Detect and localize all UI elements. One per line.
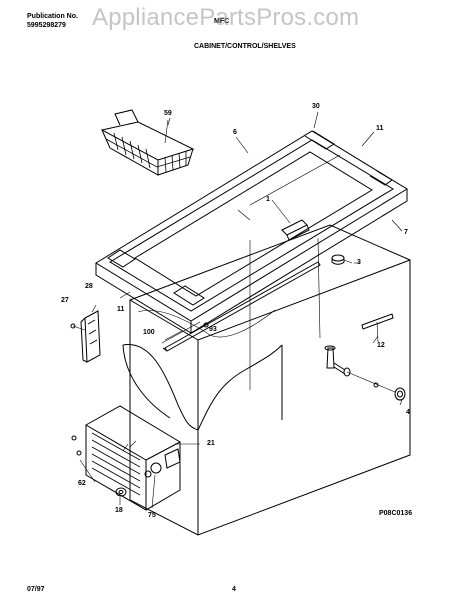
callout-100: 100 [143, 329, 155, 336]
callout-21: 21 [207, 440, 215, 447]
callout-3: 3 [357, 259, 361, 266]
callout-75: 75 [148, 512, 156, 519]
callout-62: 62 [78, 480, 86, 487]
callout-6: 6 [233, 129, 237, 136]
callout-11-left: 11 [117, 306, 125, 313]
basket-drawing [102, 110, 193, 175]
callout-28: 28 [85, 283, 93, 290]
model-number: MFC [214, 18, 230, 25]
cabinet-drawing [123, 225, 410, 535]
small-parts-drawing [116, 441, 136, 496]
callout-27: 27 [61, 297, 69, 304]
publication-label: Publication No. [27, 13, 78, 20]
lid-gasket-drawing [96, 131, 407, 333]
control-drawing [282, 220, 309, 240]
drain-tube-drawing [325, 346, 405, 400]
grille-drawing [72, 406, 180, 510]
diagram-code: P08C0136 [379, 510, 413, 517]
callout-12: 12 [377, 342, 385, 349]
callout-93: 93 [209, 326, 217, 333]
callout-4: 4 [406, 409, 410, 416]
trim-strip-drawing [162, 262, 320, 351]
callout-7: 7 [404, 229, 408, 236]
footer-page: 4 [232, 586, 236, 593]
callout-18: 18 [115, 507, 123, 514]
callout-59: 59 [164, 110, 172, 117]
drain-plug-drawing [332, 255, 352, 264]
watermark: AppliancePartsPros.com [92, 4, 360, 31]
publication-number: 5995298279 [27, 22, 66, 29]
footer-date: 07/97 [27, 586, 45, 593]
hinge-drawing [71, 305, 100, 362]
callout-11-top: 11 [376, 125, 384, 132]
label-plate-drawing [362, 314, 393, 342]
section-title: CABINET/CONTROL/SHELVES [194, 43, 296, 50]
leader-lines [80, 112, 402, 508]
callout-1: 1 [266, 196, 270, 203]
callout-30: 30 [312, 103, 320, 110]
